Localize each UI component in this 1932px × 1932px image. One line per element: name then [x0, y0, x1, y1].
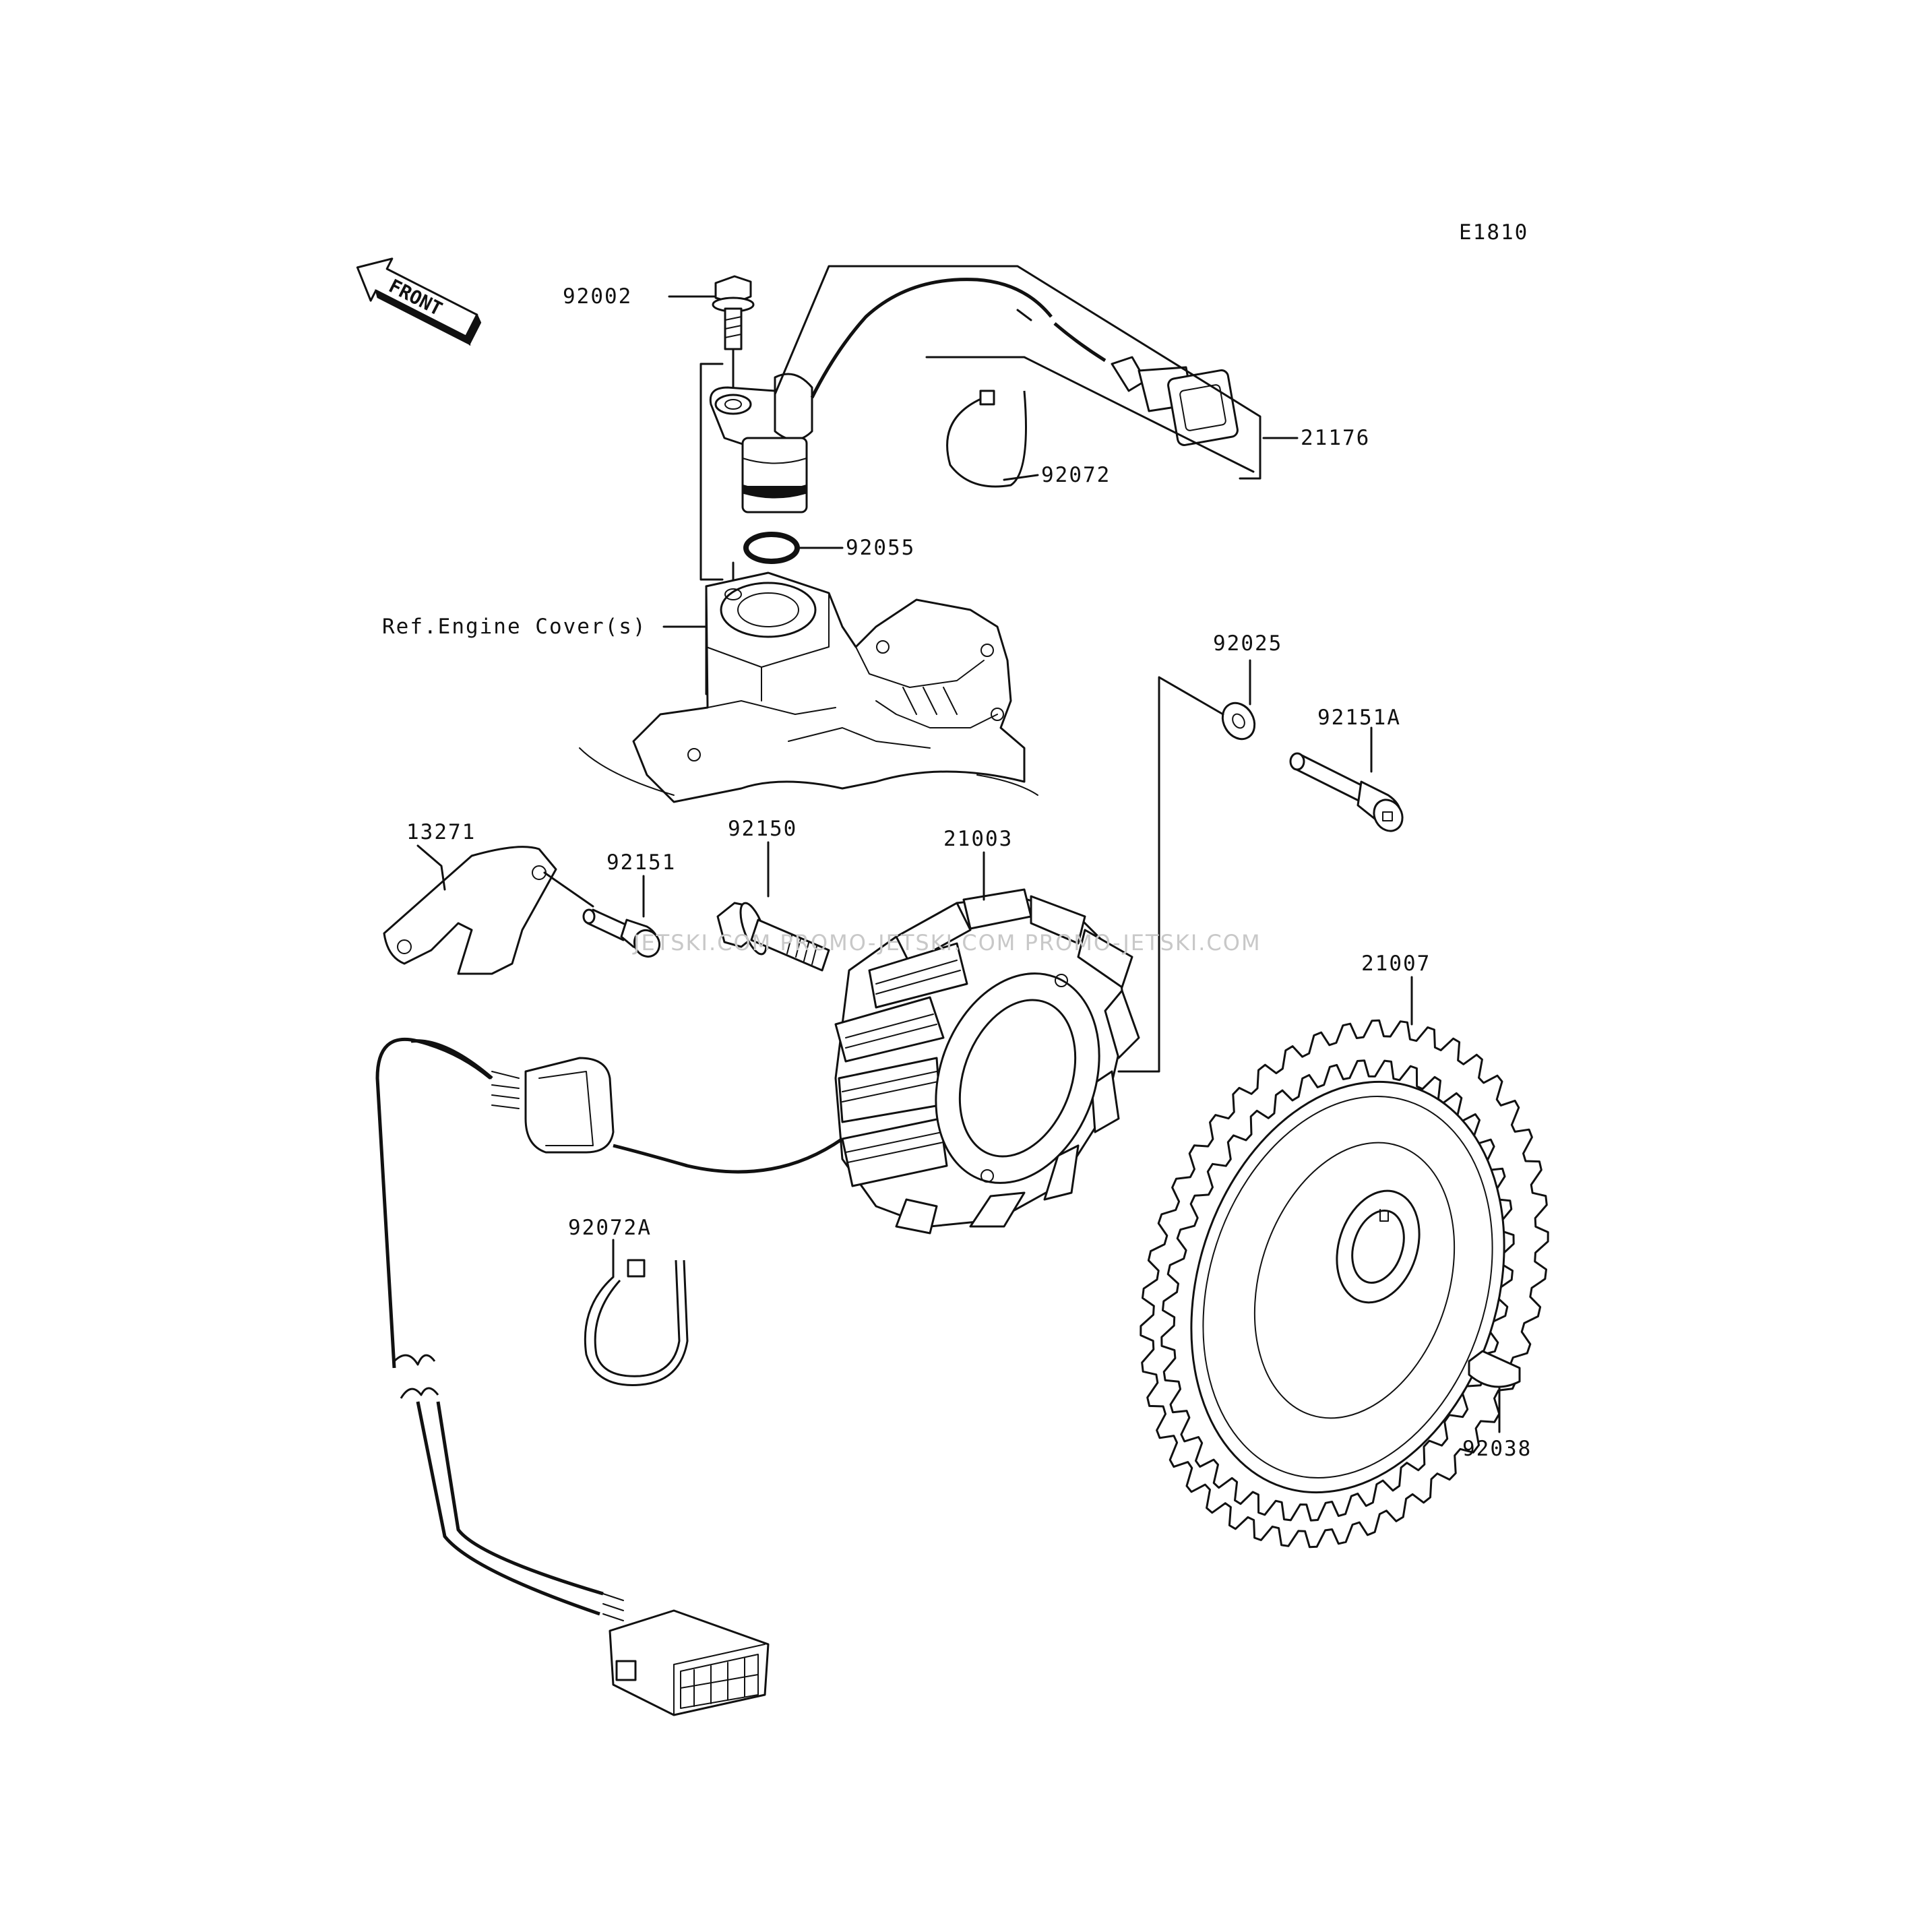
bracket-21176	[774, 265, 1261, 480]
part-label-92150: 92150	[728, 817, 797, 841]
reference-label: Ref.Engine Cover(s)	[382, 615, 647, 639]
watermark: JETSKI.COM PROMO-JETSKI.COM PROMO-JETSKI…	[632, 930, 1261, 956]
bolt-92150	[716, 902, 830, 972]
part-label-92002: 92002	[563, 284, 632, 309]
washer-92025	[1221, 702, 1256, 741]
part-label-21003: 21003	[943, 827, 1013, 851]
part-label-21176: 21176	[1301, 426, 1370, 450]
part-label-92151: 92151	[606, 850, 676, 875]
front-arrow-icon: FRONT	[356, 257, 482, 346]
key-92038	[1468, 1350, 1521, 1388]
part-label-92055: 92055	[846, 536, 915, 560]
bracket-92025	[1117, 676, 1224, 1073]
stator-21003	[834, 888, 1140, 1235]
rotor-21007	[1140, 1019, 1549, 1549]
engine-cover	[579, 571, 1038, 803]
o-ring-92055	[743, 532, 800, 564]
part-label-92072A: 92072A	[568, 1216, 652, 1240]
bolt-92002	[712, 275, 755, 396]
part-label-92038: 92038	[1462, 1437, 1532, 1461]
bracket-21176b	[925, 356, 1255, 473]
leader-13271	[416, 844, 446, 891]
part-label-92151A: 92151A	[1317, 706, 1401, 730]
part-label-92072: 92072	[1041, 463, 1111, 487]
part-label-13271: 13271	[406, 820, 476, 844]
bolt-92151A	[1289, 752, 1404, 832]
part-label-21007: 21007	[1361, 952, 1431, 976]
clamp-92072A	[584, 1259, 689, 1386]
clamp-92072	[946, 389, 1027, 488]
diagram-code: E1810	[1459, 220, 1528, 245]
bolt-92151	[582, 908, 661, 958]
group-bracket	[699, 363, 724, 581]
part-label-92025: 92025	[1213, 631, 1282, 656]
stator-harness	[375, 1037, 844, 1716]
plate-13271	[383, 846, 557, 975]
sensor-21176	[709, 278, 1239, 513]
leader-92072	[1003, 474, 1039, 481]
